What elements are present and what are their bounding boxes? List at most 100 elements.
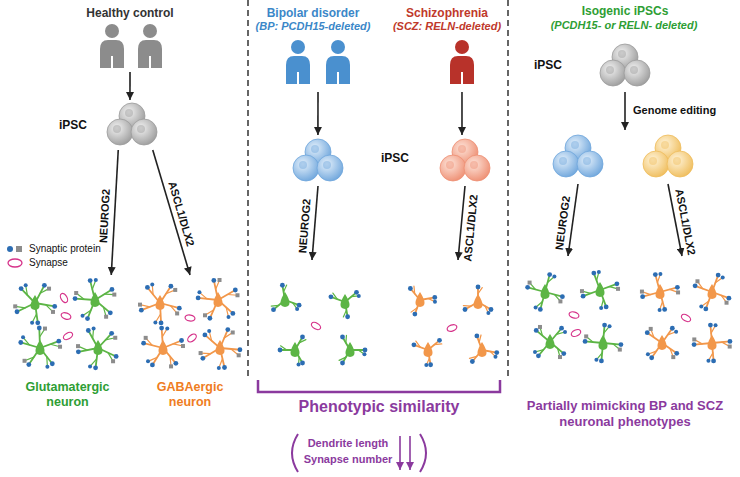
neuron xyxy=(580,270,620,310)
synaptic-protein-dot xyxy=(354,290,359,295)
synaptic-protein-dot xyxy=(646,352,650,356)
node-label: Bipolar disorder xyxy=(267,6,360,20)
soma xyxy=(341,294,350,309)
synaptic-protein-dot xyxy=(493,355,497,359)
soma xyxy=(596,282,605,297)
stem-cell xyxy=(577,151,603,177)
synaptic-protein-dot xyxy=(345,314,350,319)
neuron xyxy=(18,326,62,369)
synapse-mark xyxy=(446,323,457,332)
synaptic-protein-dot xyxy=(340,335,345,340)
synaptic-protein-dot xyxy=(177,306,182,311)
node-label: iPSC xyxy=(59,118,87,132)
legend-row: Synaptic protein xyxy=(4,242,101,256)
synaptic-protein-dot xyxy=(93,365,98,370)
synaptic-protein-dot xyxy=(599,359,604,364)
synaptic-protein-dot xyxy=(711,359,716,364)
annotation-label: NEUROG2 xyxy=(296,199,314,254)
cell-nucleus xyxy=(299,161,307,169)
soma xyxy=(346,342,355,357)
dendrite-branch xyxy=(339,357,346,360)
soma xyxy=(708,335,717,350)
synaptic-protein-dot xyxy=(278,348,283,353)
cell-cluster xyxy=(107,103,157,145)
synaptic-protein-square xyxy=(580,289,584,293)
neuron xyxy=(141,326,185,369)
label-anchor: NEUROG2 xyxy=(563,219,617,237)
cell-cluster xyxy=(643,135,693,177)
person-icon xyxy=(286,40,310,84)
neuron xyxy=(469,334,499,364)
synaptic-protein-dot xyxy=(88,364,92,368)
synaptic-protein-dot xyxy=(437,338,442,343)
label-anchor: Partially mimicking BP and SCZ neuronal … xyxy=(515,398,735,429)
synapse-mark xyxy=(62,331,74,341)
cell-nucleus xyxy=(583,157,591,165)
stem-cell xyxy=(131,119,157,145)
synaptic-protein-dot xyxy=(26,362,31,367)
person-head xyxy=(331,40,345,54)
person-body xyxy=(100,40,124,68)
person-leg-gap xyxy=(149,56,151,68)
synaptic-protein-square xyxy=(76,344,80,348)
edge-label: ASCL1/DLX2 xyxy=(165,180,197,248)
node-label: Glutamatergic neuron xyxy=(5,380,130,410)
annotation-label: Phenotypic similarity xyxy=(258,397,500,416)
synaptic-protein-dot xyxy=(602,323,607,328)
synaptic-protein-square xyxy=(169,364,173,368)
neuron xyxy=(339,335,367,366)
synaptic-protein-dot xyxy=(7,246,13,252)
figure-group: iPSC xyxy=(290,135,500,182)
edge-label: NEUROG2 xyxy=(97,188,113,243)
synaptic-protein-dot xyxy=(536,353,541,358)
synaptic-protein-square xyxy=(725,301,729,305)
node-label: iPSC xyxy=(534,58,562,72)
synaptic-protein-dot xyxy=(24,283,28,287)
synaptic-protein-square xyxy=(616,287,620,291)
synaptic-protein-dot xyxy=(649,355,654,360)
connector-arrow xyxy=(111,150,118,275)
synaptic-protein-dot xyxy=(645,330,650,335)
person-leg-gap xyxy=(461,72,463,84)
synaptic-protein-dot xyxy=(300,361,305,366)
stem-cell xyxy=(107,119,133,145)
synaptic-protein-dot xyxy=(363,348,368,353)
dendrite-branch xyxy=(345,335,347,342)
legend-sample xyxy=(4,257,26,269)
synaptic-protein-dot xyxy=(110,287,115,292)
synaptic-protein-dot xyxy=(534,328,539,333)
synaptic-protein-dot xyxy=(412,312,417,317)
synaptic-protein-dot xyxy=(21,335,25,339)
synaptic-protein-dot xyxy=(721,275,725,279)
dendrite-branch xyxy=(411,308,417,312)
legend: Synaptic proteinSynapse xyxy=(4,242,101,270)
synaptic-protein-square xyxy=(175,311,179,315)
neuron xyxy=(13,283,57,325)
synapse-mark xyxy=(186,332,198,343)
figure-group: iPSC xyxy=(55,100,170,150)
annotation-label: Isogenic iPSCs xyxy=(515,4,735,18)
synaptic-protein-square xyxy=(58,345,62,349)
synaptic-protein-dot xyxy=(583,339,588,344)
person-head xyxy=(143,24,157,38)
synaptic-protein-dot xyxy=(146,359,150,363)
parenthesis xyxy=(420,434,426,472)
stem-cell xyxy=(464,155,490,181)
soma xyxy=(416,292,425,307)
synaptic-protein-square xyxy=(51,310,55,314)
person-icon xyxy=(326,40,350,84)
synaptic-protein-dot xyxy=(728,339,733,344)
synaptic-protein-dot xyxy=(52,304,57,309)
synaptic-protein-dot xyxy=(145,285,150,290)
synaptic-protein-square xyxy=(237,353,241,357)
synaptic-protein-dot xyxy=(150,363,155,368)
synaptic-protein-dot xyxy=(714,323,718,327)
synaptic-protein-dot xyxy=(594,358,598,362)
annotation-label: Partially mimicking BP and SCZ neuronal … xyxy=(515,398,735,429)
soma xyxy=(656,284,665,299)
label-anchor: Genome editing xyxy=(633,104,716,117)
synaptic-protein-dot xyxy=(159,321,164,326)
cell-nucleus xyxy=(113,125,121,133)
synaptic-protein-dot xyxy=(716,273,721,278)
synaptic-protein-dot xyxy=(203,332,208,337)
